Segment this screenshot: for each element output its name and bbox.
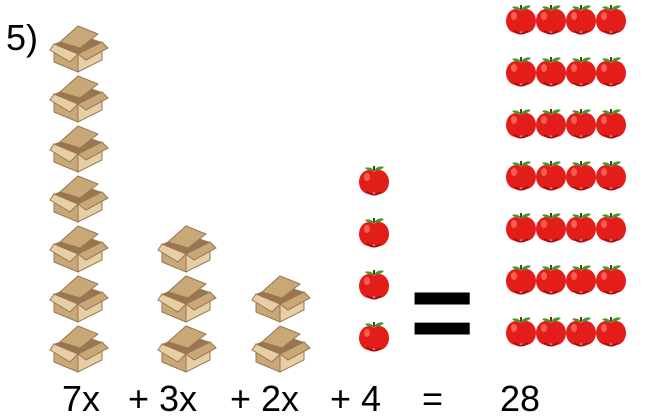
apple-icon — [536, 109, 566, 139]
apple-icon — [566, 57, 596, 87]
cardboard-box-icon — [49, 125, 109, 173]
apple-icon — [566, 317, 596, 347]
equation-term-2x: + 2x — [230, 378, 300, 419]
apple-icon — [596, 57, 626, 87]
apple-icon — [359, 270, 389, 300]
equation-term-3x: + 3x — [128, 378, 198, 419]
problem-number: 5) — [6, 17, 39, 58]
apple-icon — [359, 166, 389, 196]
cardboard-box-icon — [49, 325, 109, 373]
apple-icon — [566, 161, 596, 191]
apple-icon — [596, 109, 626, 139]
equation-result: 28 — [500, 378, 541, 419]
apple-icon — [506, 161, 536, 191]
apple-icon — [359, 218, 389, 248]
apple-icon — [596, 213, 626, 243]
apple-icon — [566, 213, 596, 243]
cardboard-box-icon — [251, 275, 311, 323]
apple-icon — [596, 161, 626, 191]
cardboard-box-icon — [49, 25, 109, 73]
apple-icon — [536, 161, 566, 191]
cardboard-box-icon — [49, 275, 109, 323]
cardboard-box-icon — [157, 225, 217, 273]
cardboard-box-icon — [49, 75, 109, 123]
cardboard-box-icon — [49, 175, 109, 223]
cardboard-box-icon — [157, 275, 217, 323]
apple-icon — [536, 213, 566, 243]
apple-icon — [536, 265, 566, 295]
apple-icon — [506, 5, 536, 35]
apple-icon — [536, 317, 566, 347]
apple-icon — [506, 109, 536, 139]
apple-icon — [506, 317, 536, 347]
apple-icon — [506, 213, 536, 243]
apple-icon — [566, 5, 596, 35]
apple-icon — [359, 322, 389, 352]
apple-icon — [566, 265, 596, 295]
apple-icon — [506, 57, 536, 87]
apple-icon — [506, 265, 536, 295]
cardboard-box-icon — [251, 325, 311, 373]
equation-equals: = — [422, 378, 444, 419]
apple-icon — [596, 265, 626, 295]
equation-term-7x: 7x — [62, 378, 101, 419]
equation-term-4: + 4 — [330, 378, 382, 419]
apple-icon — [536, 5, 566, 35]
big-equals-sign: = — [410, 251, 475, 374]
cardboard-box-icon — [49, 225, 109, 273]
apple-icon — [566, 109, 596, 139]
apple-icon — [596, 5, 626, 35]
apple-icon — [536, 57, 566, 87]
cardboard-box-icon — [157, 325, 217, 373]
apple-icon — [596, 317, 626, 347]
